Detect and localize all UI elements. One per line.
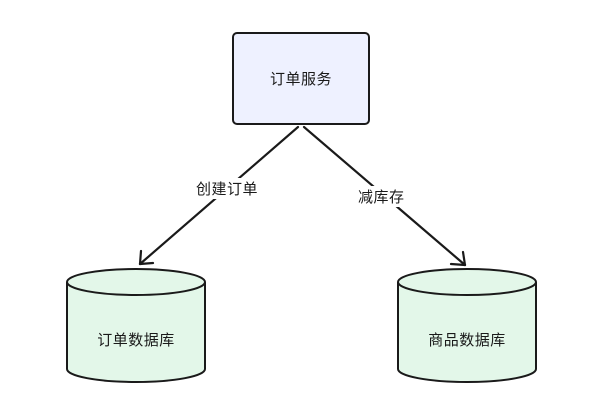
product-db-label: 商品数据库 [428,331,506,349]
edge-label-reduce-stock: 减库存 [356,186,407,207]
order-service-label: 订单服务 [269,70,332,88]
order-service-node: 订单服务 [232,32,370,125]
order-db-label: 订单数据库 [97,331,175,349]
arrowhead-reduce-stock [449,250,467,267]
product-db-cylinder [397,268,537,383]
edge-label-create-order: 创建订单 [194,178,261,199]
arrowhead-create-order [138,249,155,266]
order-db-cylinder [66,268,206,383]
